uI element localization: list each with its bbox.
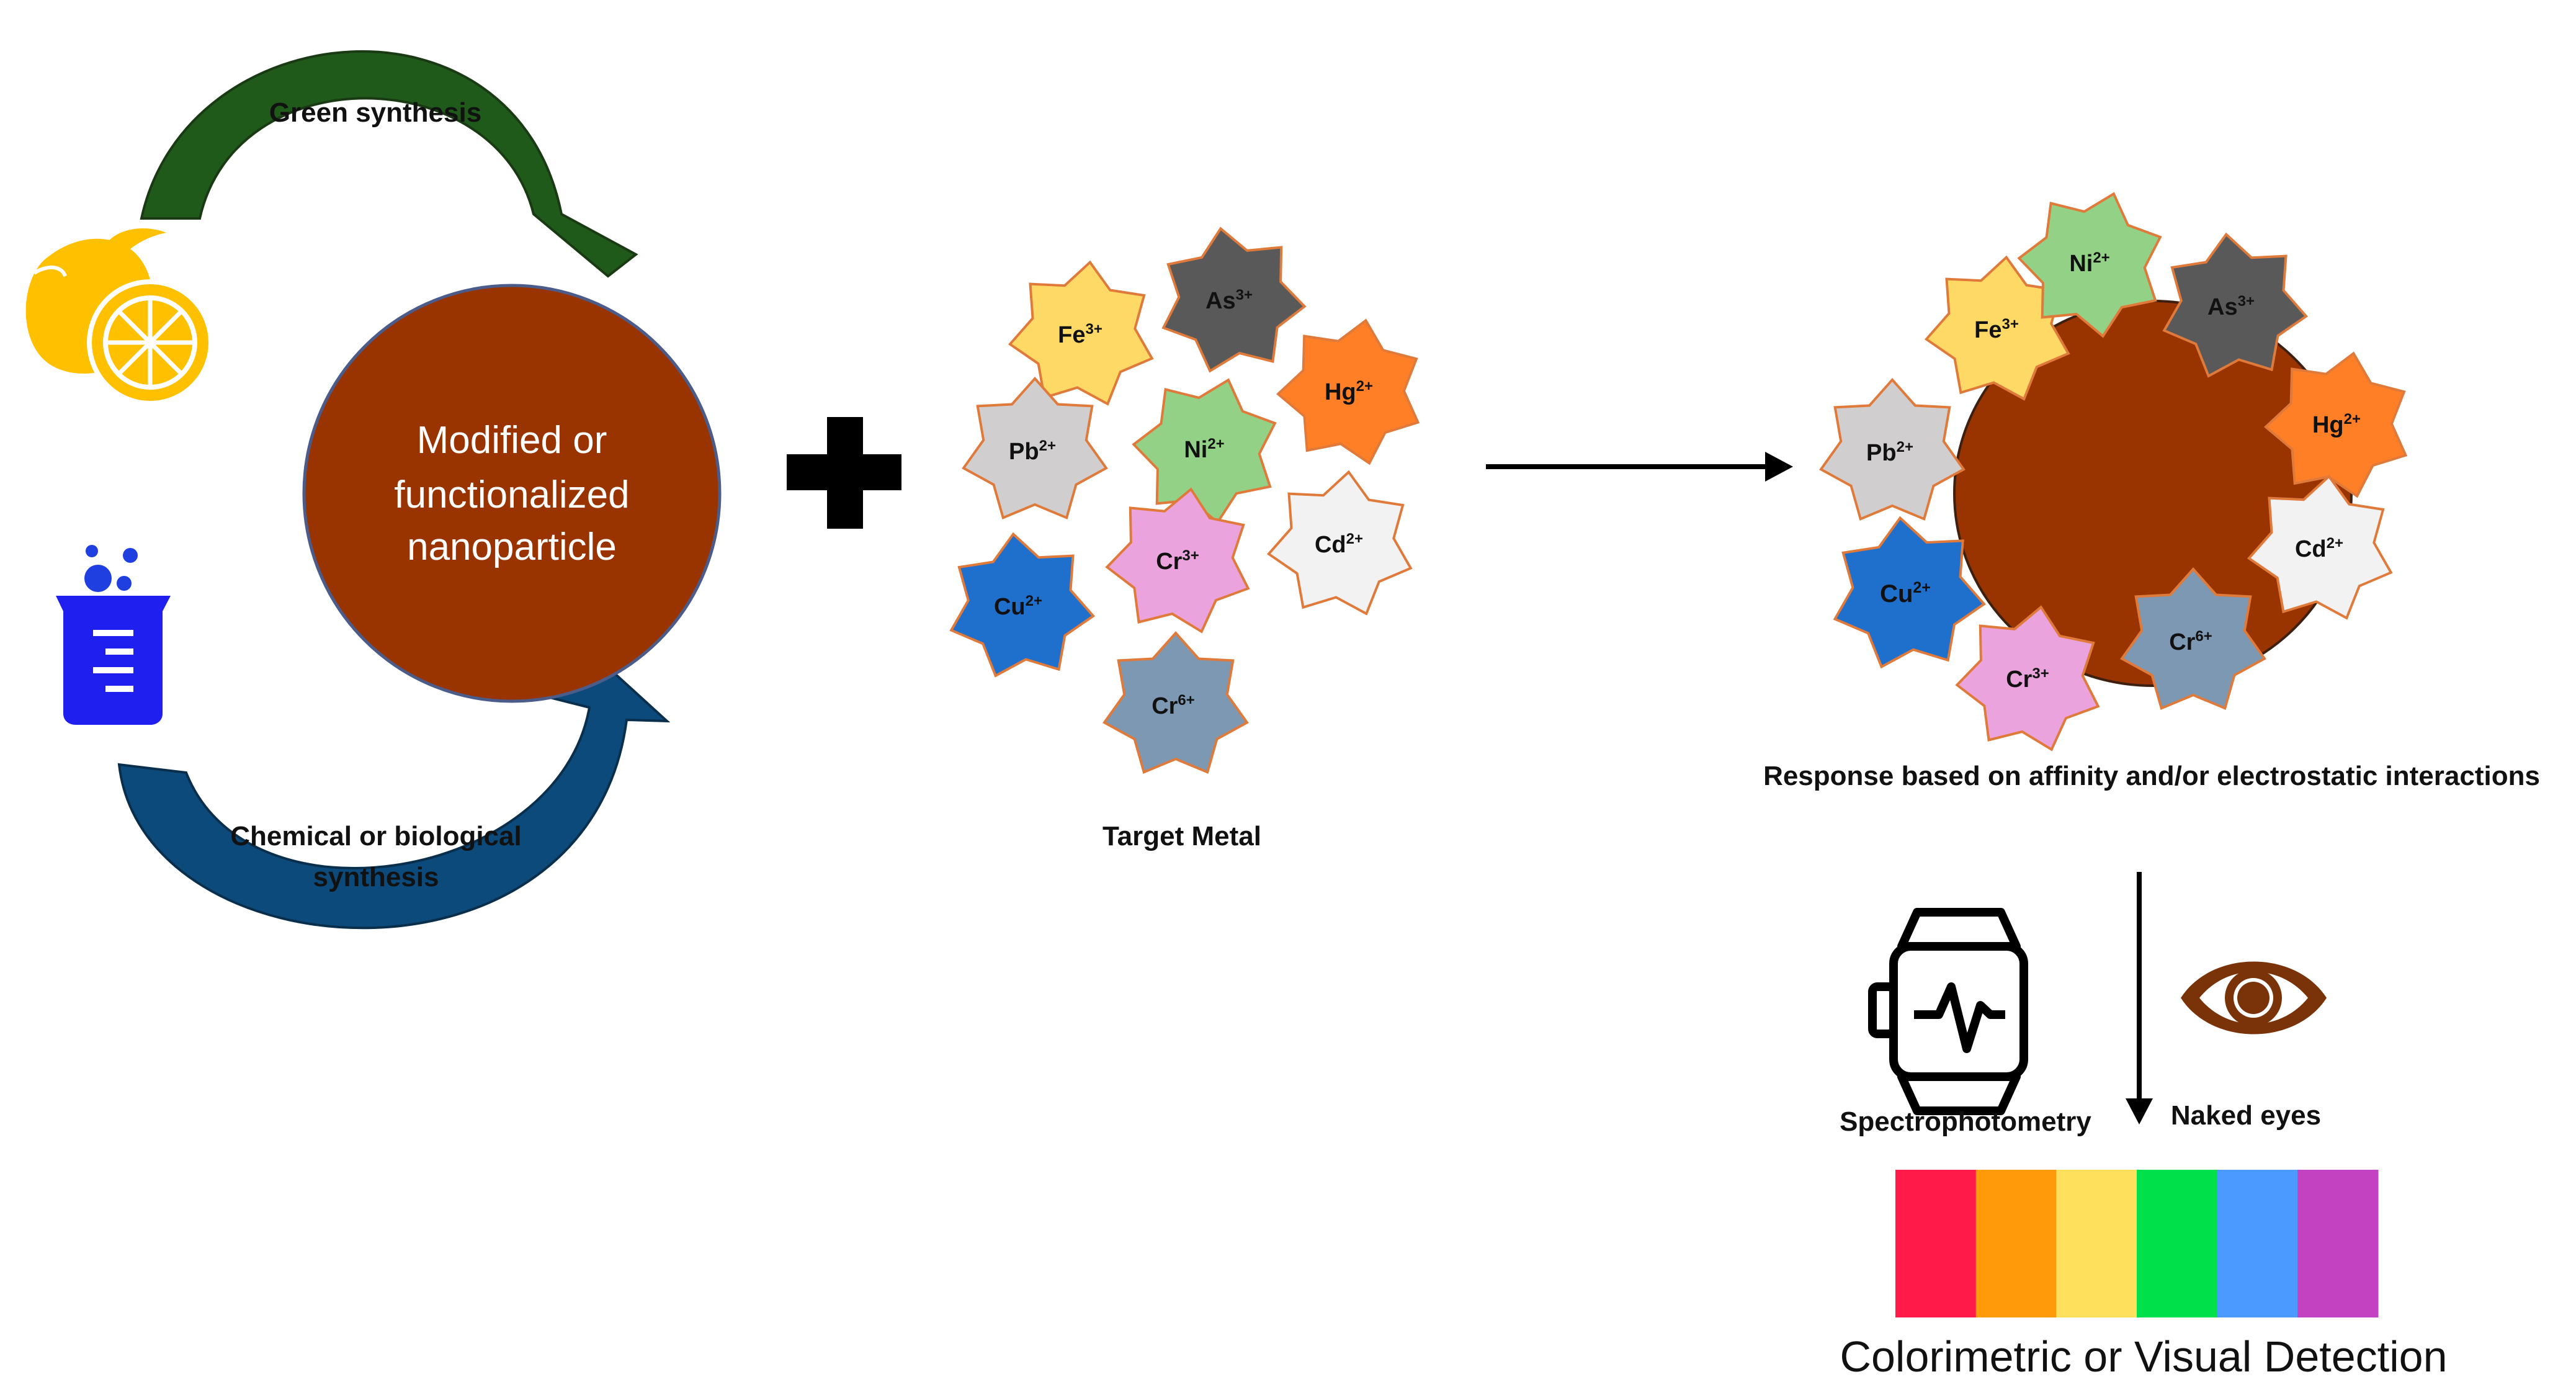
ion-cd-2plus: Cd2+	[1266, 470, 1413, 616]
ion-star	[1955, 605, 2100, 752]
color-swatch	[1895, 1170, 1977, 1317]
ion-label: Hg2+	[2312, 411, 2361, 438]
ion-as-3plus: As3+	[2162, 232, 2309, 378]
ion-hg-2plus: Hg2+	[1276, 318, 1420, 465]
ion-star	[1102, 630, 1249, 774]
nanoparticle-label-3: nanoparticle	[407, 526, 617, 568]
ion-cr-3plus: Cr3+	[1105, 487, 1250, 634]
eye-icon	[2181, 961, 2327, 1034]
ion-label: Cu2+	[994, 593, 1042, 620]
color-swatch	[2217, 1170, 2298, 1317]
color-swatch	[2297, 1170, 2379, 1317]
right-arrow	[1486, 452, 1793, 482]
ion-star	[949, 532, 1096, 678]
ion-label: Cr3+	[2006, 665, 2049, 693]
ion-star	[2017, 192, 2162, 338]
ion-label: As3+	[2207, 293, 2255, 320]
ion-star	[2162, 232, 2309, 378]
ion-hg-2plus: Hg2+	[2263, 351, 2408, 498]
ion-fe-3plus: Fe3+	[1008, 260, 1154, 406]
green-synthesis-arrow	[140, 50, 638, 278]
chemical-synthesis-label-2: synthesis	[313, 862, 439, 892]
response-label: Response based on affinity and/or electr…	[1763, 761, 2540, 791]
ion-label: Ni2+	[2069, 249, 2109, 277]
ion-as-3plus: As3+	[1161, 227, 1307, 373]
detection-title: Colorimetric or Visual Detection	[1840, 1332, 2447, 1381]
ion-label: Cu2+	[1880, 579, 1931, 608]
lemon-icon	[25, 228, 213, 406]
ion-label: Cd2+	[1315, 531, 1363, 558]
ion-pb-2plus: Pb2+	[962, 376, 1108, 520]
ion-cd-2plus: Cd2+	[2247, 474, 2393, 620]
chemical-synthesis-arrow	[117, 668, 671, 930]
nanoparticle-label-2: functionalized	[394, 473, 629, 516]
nanoparticle-label-1: Modified or	[417, 419, 607, 462]
plus-icon	[787, 417, 901, 529]
nanoparticle-circle	[302, 284, 722, 703]
ion-star	[962, 376, 1108, 520]
ion-star	[2120, 567, 2266, 711]
bound-metal-ions: Fe3+ As3+ Hg2+ Pb2+ Ni2+ Cd2+ Cu2+ Cr3+ Cr6+	[1819, 192, 2408, 752]
ion-star	[1161, 227, 1307, 373]
green-synthesis-label: Green synthesis	[269, 97, 481, 128]
chemical-synthesis-label-1: Chemical or biological	[230, 821, 521, 851]
ion-label: Ni2+	[1184, 436, 1224, 463]
ion-ni-2plus: Ni2+	[2017, 192, 2162, 338]
ion-cr-6plus: Cr6+	[1102, 630, 1249, 774]
ion-label: Cr6+	[1152, 692, 1195, 719]
ion-cu-2plus: Cu2+	[949, 532, 1096, 678]
spectrophotometry-label: Spectrophotometry	[1840, 1106, 2091, 1137]
color-swatch	[2137, 1170, 2218, 1317]
target-metal-ions: Fe3+ As3+ Hg2+ Pb2+ Ni2+ Cd2+ Cu2+ Cr3+ Cr6+	[949, 227, 1420, 774]
ion-star	[1833, 516, 1986, 669]
ion-cu-2plus: Cu2+	[1833, 516, 1986, 669]
ion-pb-2plus: Pb2+	[1819, 377, 1966, 521]
ion-star	[1105, 487, 1250, 634]
ion-label: As3+	[1205, 287, 1253, 314]
ion-ni-2plus: Ni2+	[1132, 378, 1277, 524]
ion-label: Fe3+	[1058, 321, 1102, 348]
ion-label: Hg2+	[1325, 378, 1373, 405]
ion-label: Fe3+	[1974, 316, 2019, 343]
ion-cr-6plus: Cr6+	[2120, 567, 2266, 711]
ion-star	[1266, 470, 1413, 616]
target-metal-label: Target Metal	[1102, 821, 1261, 851]
down-arrow	[2126, 872, 2153, 1124]
ion-cr-3plus: Cr3+	[1955, 605, 2100, 752]
ion-star	[1819, 377, 1966, 521]
ion-label: Cr3+	[1156, 547, 1199, 575]
ion-label: Cd2+	[2295, 535, 2343, 562]
color-spectrum-bar	[1895, 1170, 2379, 1317]
color-swatch	[1975, 1170, 2057, 1317]
ion-label: Pb2+	[1866, 439, 1913, 466]
color-swatch	[2056, 1170, 2137, 1317]
naked-eyes-label: Naked eyes	[2171, 1100, 2321, 1131]
ion-star	[2247, 474, 2393, 620]
ion-label: Pb2+	[1009, 437, 1056, 465]
ion-label: Cr6+	[2169, 628, 2212, 655]
spectrophotometer-icon	[1868, 908, 2028, 1115]
ion-star	[1008, 260, 1154, 406]
beaker-icon	[56, 545, 171, 725]
ion-star	[1276, 318, 1420, 465]
